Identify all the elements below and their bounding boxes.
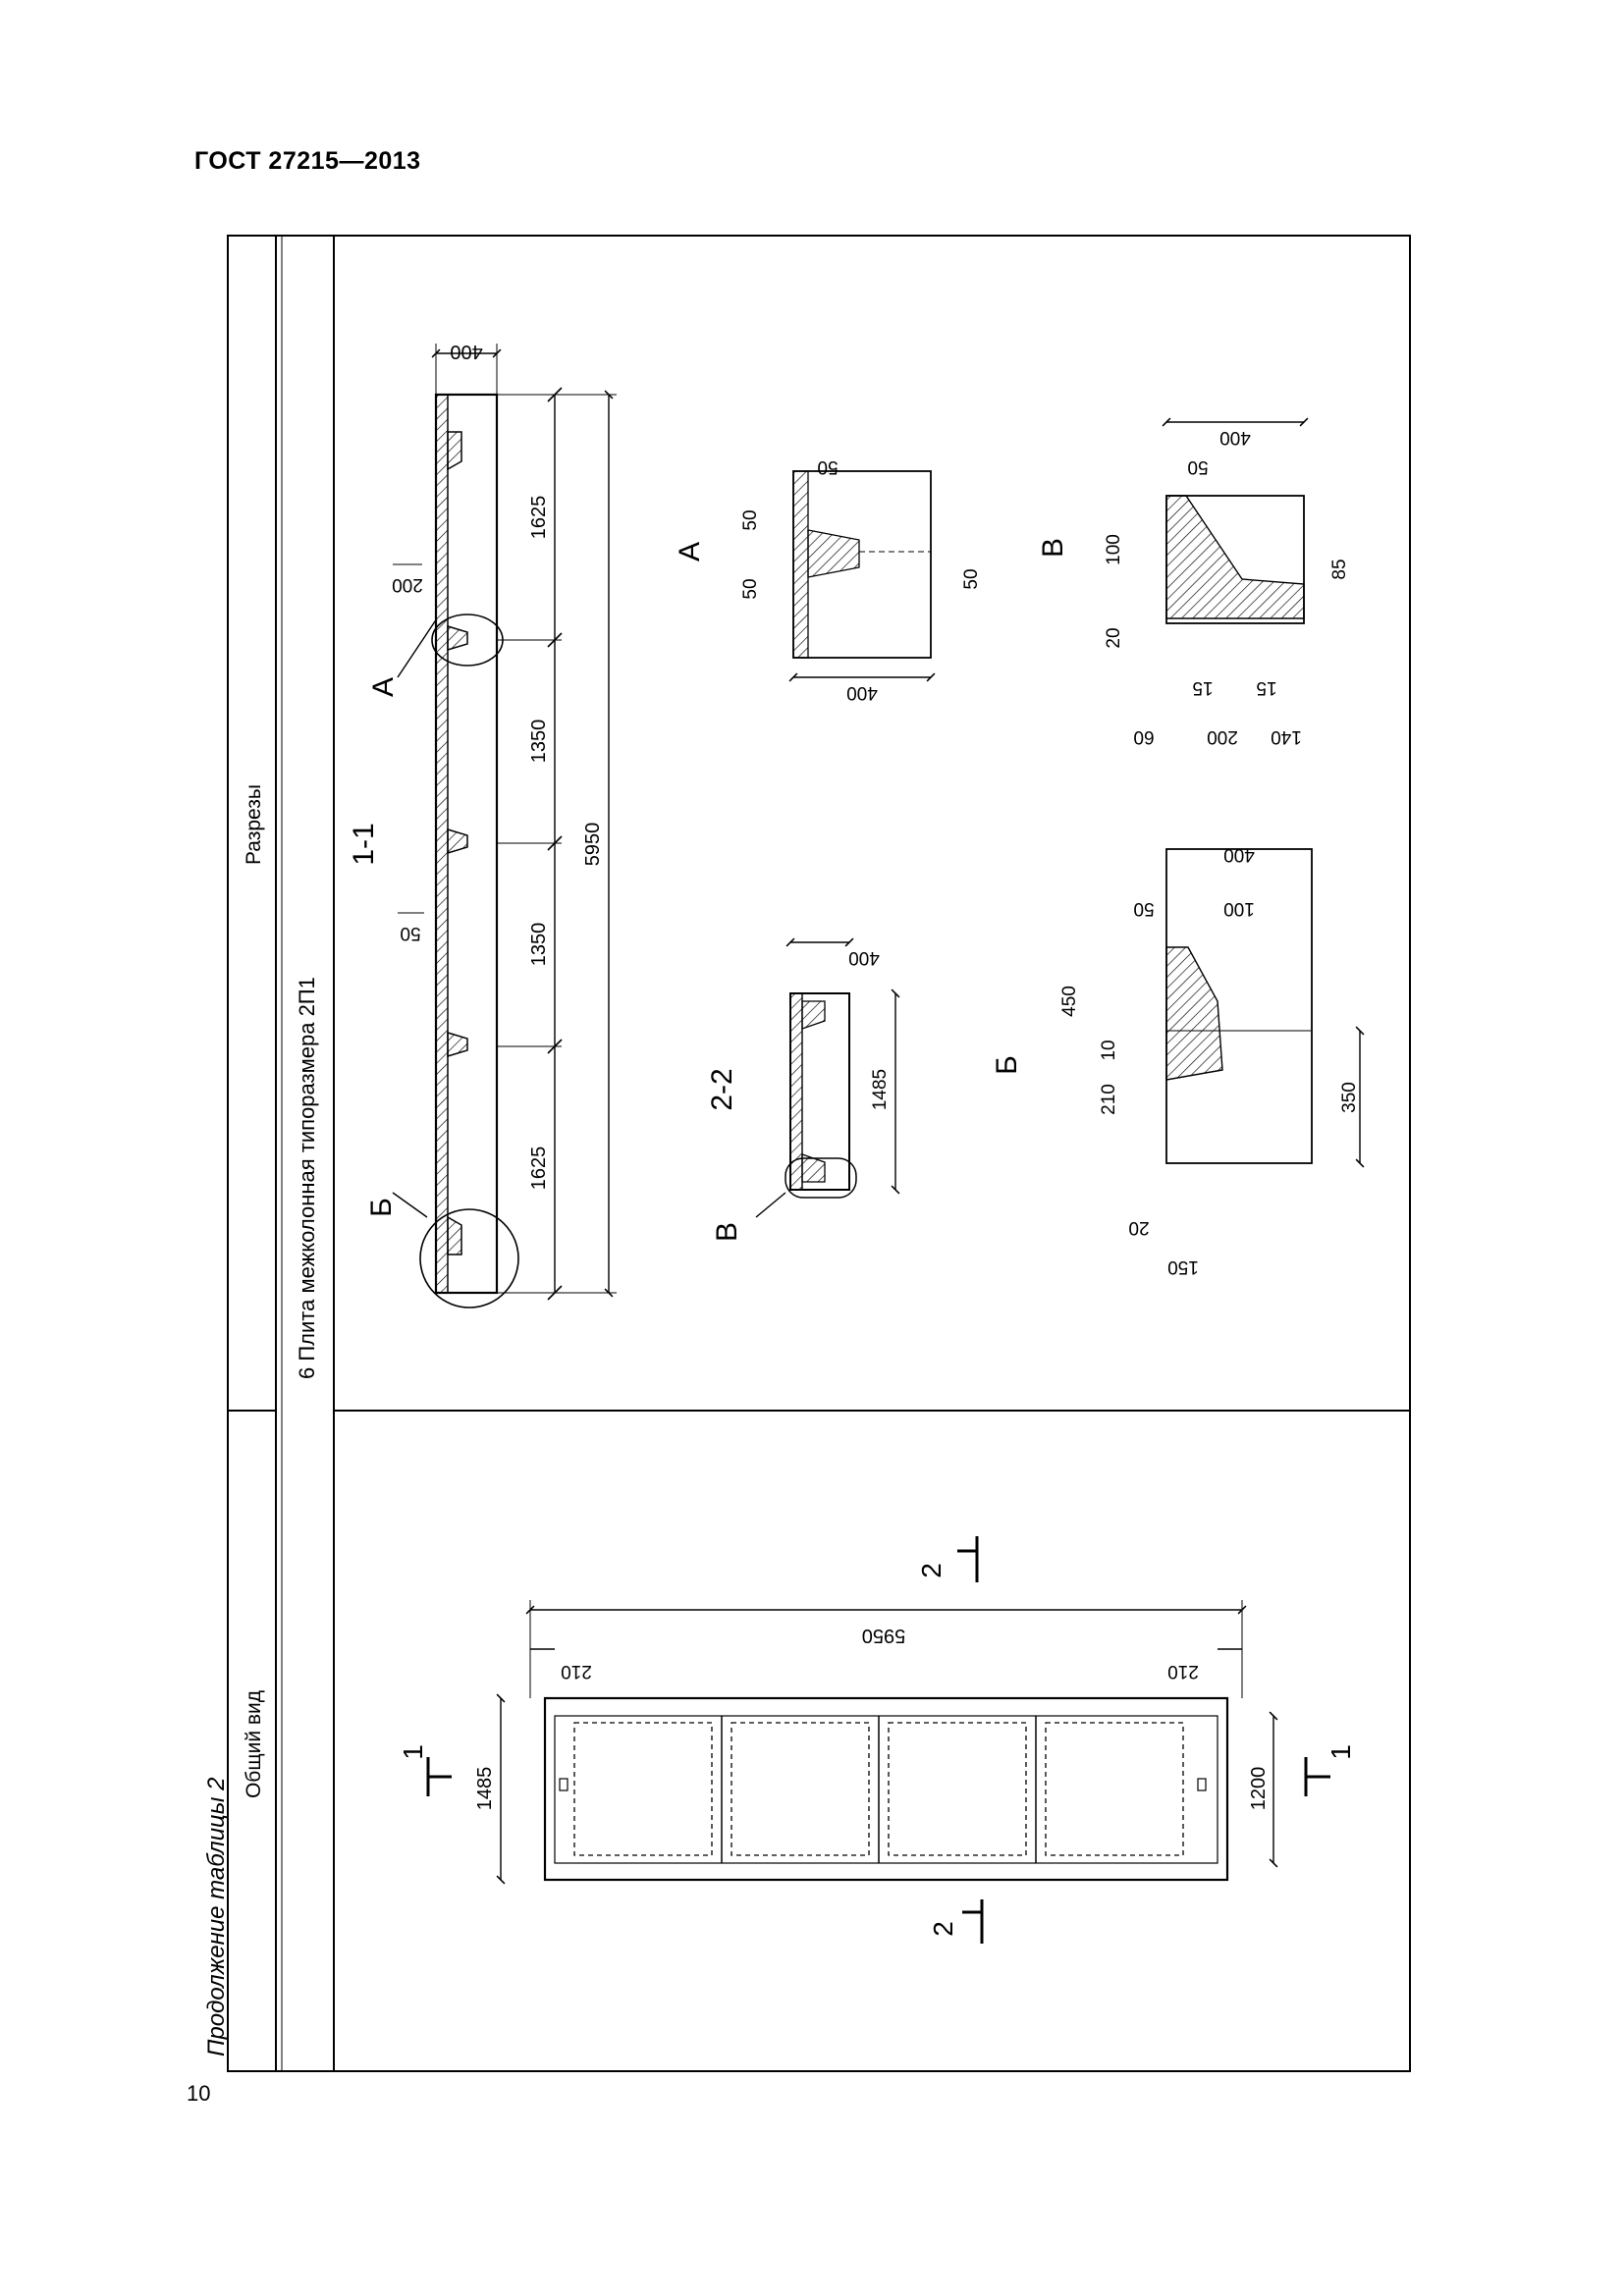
dim-b-6: 400	[1223, 844, 1255, 865]
dim-b-4: 20	[1128, 1217, 1149, 1238]
dim-span-4: 1625	[528, 1147, 550, 1191]
dim-plan-length: 5950	[862, 1625, 906, 1646]
dim-total: 5950	[582, 823, 604, 867]
dim-b-0: 450	[1059, 986, 1080, 1017]
detail-v: 400 50 100 85 20 15 15 60 200 140 В	[1037, 417, 1350, 747]
dim-b-3: 350	[1339, 1082, 1360, 1113]
dim-v-8: 200	[1207, 726, 1238, 747]
dim-b-5: 150	[1167, 1256, 1199, 1277]
detail-b-label: Б	[991, 1055, 1023, 1075]
detail-a-label: А	[674, 542, 706, 561]
dim-a-rib-bottom: 50	[961, 568, 982, 589]
cut-mark-1-left: 1	[398, 1744, 428, 1760]
dim-2-2-width: 1485	[870, 1069, 891, 1110]
dim-span-3: 1350	[528, 923, 550, 967]
dim-a-rib-left: 50	[740, 509, 761, 530]
dim-plan-end-right: 210	[1167, 1661, 1199, 1682]
dim-2-2-height: 400	[848, 947, 880, 968]
section-label-1-1: 1-1	[348, 823, 380, 865]
dim-v-5: 15	[1192, 677, 1213, 698]
dim-v-2: 100	[1104, 534, 1124, 565]
column-header-sections: Разрезы	[243, 784, 265, 865]
dim-v-7: 60	[1133, 726, 1154, 747]
dim-a-rib-right: 50	[740, 578, 761, 599]
dim-span-2: 1350	[528, 720, 550, 764]
callout-v: В	[711, 1222, 743, 1242]
detail-b: 450 210 10 350 20 150 400 50 100 Б	[991, 844, 1365, 1277]
cut-mark-2-bottom: 2	[928, 1921, 958, 1937]
dim-rib-200: 200	[392, 574, 423, 595]
cut-mark-1-right: 1	[1326, 1744, 1356, 1760]
section-1-1: 400 1625 1350 1350 1625 5950 200 50	[348, 341, 617, 1308]
dim-v-6: 15	[1256, 677, 1276, 698]
dim-span-1: 1625	[528, 496, 550, 540]
dim-plan-end-left: 210	[561, 1661, 592, 1682]
dim-v-9: 140	[1271, 726, 1302, 747]
dim-b-2: 10	[1099, 1040, 1119, 1060]
document-header: ГОСТ 27215—2013	[194, 147, 421, 175]
detail-a: 400 50 50 50 50 А	[674, 456, 982, 703]
dim-b-8: 100	[1223, 898, 1255, 919]
dim-rib-50: 50	[400, 923, 420, 943]
page-number: 10	[187, 2081, 211, 2106]
dim-a-flange: 50	[817, 456, 838, 477]
dim-v-0: 400	[1219, 427, 1251, 448]
dim-v-3: 85	[1329, 559, 1350, 579]
cut-mark-2-top: 2	[916, 1563, 947, 1578]
dim-v-1: 50	[1187, 456, 1208, 477]
section-label-2-2: 2-2	[706, 1068, 738, 1110]
callout-b: Б	[365, 1198, 398, 1217]
dim-a-height: 400	[846, 682, 878, 703]
dim-v-4: 20	[1104, 627, 1124, 648]
table-frame	[227, 235, 1411, 2072]
dim-plan-inner-width: 1200	[1248, 1767, 1270, 1811]
dim-b-7: 50	[1133, 898, 1154, 919]
row-title: 6 Плита межколонная типоразмера 2П1	[295, 977, 319, 1379]
dim-b-1: 210	[1099, 1084, 1119, 1115]
dim-height: 400	[450, 341, 482, 362]
detail-v-label: В	[1037, 538, 1069, 558]
callout-a: А	[367, 677, 400, 697]
dim-plan-width: 1485	[474, 1767, 496, 1811]
section-2-2: 400 1485 2-2 В	[706, 937, 900, 1242]
general-view-plan: 5950 210 210 1485 1200 1 1 2 2	[398, 1536, 1356, 1944]
column-header-general-view: Общий вид	[243, 1690, 265, 1798]
